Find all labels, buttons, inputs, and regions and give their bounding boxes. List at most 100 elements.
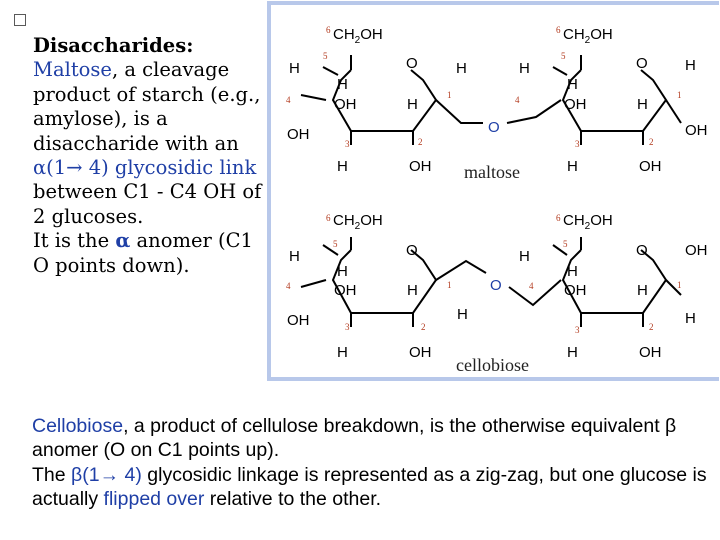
glycosidic-oxygen: O — [490, 277, 502, 294]
cellobiose-ring-2-bonds — [561, 249, 668, 314]
carbon-2-label: 2 — [421, 322, 426, 332]
h-atom: H — [337, 76, 348, 93]
oh-group: OH — [564, 282, 587, 299]
carbon-1-label: 1 — [447, 280, 452, 290]
h-atom: H — [685, 57, 696, 74]
h-atom: H — [685, 310, 696, 327]
bottom-text-block: Cellobiose, a product of cellulose break… — [32, 414, 712, 512]
cellobiose-beta-link — [435, 259, 487, 281]
left-text-block: Disaccharides: Maltose, a cleavage produ… — [33, 34, 273, 278]
oh-group: OH — [334, 96, 357, 113]
ring-oxygen: O — [406, 242, 418, 259]
cellobiose-ring-1-bonds — [331, 249, 438, 314]
maltose-desc-text-2: between C1 - C4 OH of 2 glucoses. — [33, 180, 262, 228]
h-atom: H — [637, 96, 648, 113]
carbon-2-label: 2 — [649, 137, 654, 147]
carbon-1-label: 1 — [447, 90, 452, 100]
carbon-3-label: 3 — [575, 139, 580, 149]
beta-linkage-note: The β(1→ 4) glycosidic linkage is repres… — [32, 463, 712, 512]
oh-group: OH — [685, 122, 708, 139]
anomer-text-pre: It is the — [33, 229, 116, 253]
alpha-link-term: α(1→ 4) glycosidic link — [33, 156, 257, 180]
structure-diagram: 6 CH2OH 5 O H H H 4 1 OH H OH 3 2 H OH O… — [286, 25, 708, 375]
h-atom: H — [567, 158, 578, 175]
structure-figure: 6 CH2OH 5 O H H H 4 1 OH H OH 3 2 H OH O… — [267, 1, 719, 381]
carbon-5-label: 5 — [323, 51, 328, 61]
cellobiose-description: Cellobiose, a product of cellulose break… — [32, 414, 712, 463]
carbon-3-label: 3 — [575, 325, 580, 335]
h-atom: H — [337, 158, 348, 175]
alpha-symbol: α — [115, 229, 131, 253]
oh-group: OH — [564, 96, 587, 113]
h-atom: H — [637, 282, 648, 299]
oh-group: OH — [409, 344, 432, 361]
oh-group: OH — [334, 282, 357, 299]
carbon-3-label: 3 — [345, 139, 350, 149]
h-atom: H — [337, 263, 348, 280]
maltose-alpha-link — [435, 99, 483, 124]
oh-group: OH — [409, 158, 432, 175]
ring-oxygen: O — [406, 55, 418, 72]
heading-disaccharides: Disaccharides: — [33, 34, 194, 57]
carbon-6-label: 6 — [326, 213, 331, 223]
carbon-4-label: 4 — [515, 95, 520, 105]
carbon-6-label: 6 — [326, 25, 331, 35]
ch2oh-label: CH2OH — [333, 26, 383, 46]
carbon-5-label: 5 — [563, 239, 568, 249]
cellobiose-term: Cellobiose — [32, 415, 124, 437]
maltose-ring-1-bonds — [331, 69, 438, 132]
carbon-1-label: 1 — [677, 280, 682, 290]
ch2oh-label: CH2OH — [563, 212, 613, 232]
h-atom: H — [289, 248, 300, 265]
carbon-3-label: 3 — [345, 322, 350, 332]
maltose-term: Maltose — [33, 58, 112, 82]
flipped-over-term: flipped over — [103, 488, 205, 511]
carbon-2-label: 2 — [649, 322, 654, 332]
h-atom: H — [456, 60, 467, 77]
carbon-4-label: 4 — [286, 95, 291, 105]
ch2oh-label: CH2OH — [563, 26, 613, 46]
carbon-5-label: 5 — [333, 239, 338, 249]
h-atom: H — [567, 76, 578, 93]
oh-group: OH — [685, 242, 708, 259]
glycosidic-oxygen: O — [488, 119, 500, 136]
carbon-6-label: 6 — [556, 213, 561, 223]
carbon-4-label: 4 — [286, 281, 291, 291]
h-atom: H — [519, 248, 530, 265]
carbon-2-label: 2 — [418, 137, 423, 147]
h-atom: H — [519, 60, 530, 77]
ring-oxygen: O — [636, 55, 648, 72]
ring-oxygen: O — [636, 242, 648, 259]
linkage-text-end: relative to the other. — [204, 488, 382, 511]
cellobiose-desc-text: , a product of cellulose breakdown, is t… — [123, 415, 666, 437]
maltose-description: Maltose, a cleavage product of starch (e… — [33, 58, 273, 229]
bullet-square — [14, 14, 26, 26]
anomer-text-post: anomer (C1 O points down). — [33, 229, 253, 277]
h-atom: H — [567, 344, 578, 361]
maltose-desc-text: , a cleavage product of starch (e.g., am… — [33, 58, 261, 155]
h-atom: H — [567, 263, 578, 280]
cellobiose-desc-end: anomer (O on C1 points up). — [32, 439, 280, 462]
oh-group: OH — [287, 312, 310, 329]
beta-symbol: β — [665, 415, 677, 437]
ch2oh-label: CH2OH — [333, 212, 383, 232]
h-atom: H — [337, 344, 348, 361]
maltose-ring-2-bonds — [561, 69, 668, 132]
carbon-6-label: 6 — [556, 25, 561, 35]
oh-group: OH — [639, 158, 662, 175]
h-atom: H — [457, 306, 468, 323]
h-atom: H — [407, 282, 418, 299]
cellobiose-caption: cellobiose — [456, 355, 529, 375]
linkage-text-mid: glycosidic linkage is represented as a z… — [32, 463, 707, 511]
beta-link-term: β(1→ 4) — [71, 463, 142, 486]
h-atom: H — [289, 60, 300, 77]
oh-group: OH — [287, 126, 310, 143]
carbon-4-label: 4 — [529, 281, 534, 291]
linkage-text-pre: The — [32, 463, 72, 486]
carbon-1-label: 1 — [677, 90, 682, 100]
oh-group: OH — [639, 344, 662, 361]
alpha-anomer-note: It is the α anomer (C1 O points down). — [33, 229, 273, 278]
h-atom: H — [407, 96, 418, 113]
carbon-5-label: 5 — [561, 51, 566, 61]
maltose-caption: maltose — [464, 162, 520, 182]
